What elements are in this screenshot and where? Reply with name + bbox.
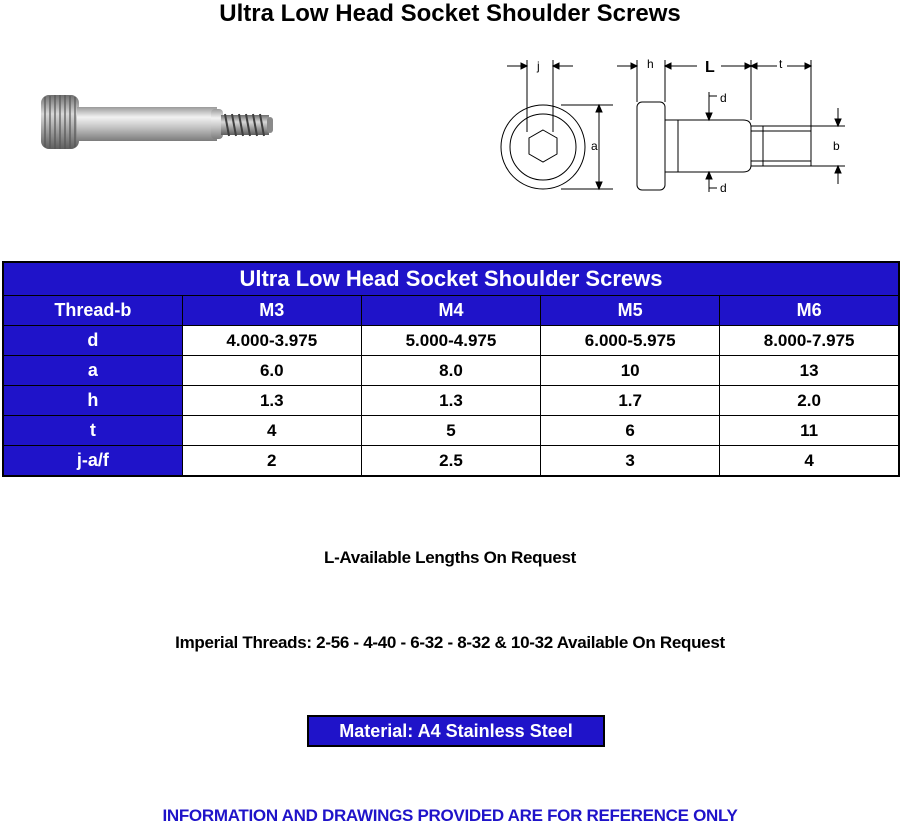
table-cell: 4.000-3.975 bbox=[181, 325, 362, 356]
table-cell: 4 bbox=[719, 445, 900, 477]
row-label: j-a/f bbox=[2, 445, 183, 477]
table-header: Ultra Low Head Socket Shoulder Screws bbox=[2, 261, 900, 296]
table-cell: 6.000-5.975 bbox=[540, 325, 721, 356]
dim-label-a: a bbox=[591, 139, 598, 153]
thread-label: Thread-b bbox=[2, 295, 183, 326]
spec-table: Ultra Low Head Socket Shoulder Screws Th… bbox=[2, 261, 900, 477]
material-badge: Material: A4 Stainless Steel bbox=[307, 715, 605, 747]
table-cell: 2.0 bbox=[719, 385, 900, 416]
dim-label-d-top: d bbox=[720, 91, 727, 105]
imperial-note: Imperial Threads: 2-56 - 4-40 - 6-32 - 8… bbox=[175, 633, 725, 652]
row-label: h bbox=[2, 385, 183, 416]
table-cell: 2 bbox=[181, 445, 362, 477]
column-header: M4 bbox=[360, 295, 542, 326]
dim-label-j: j bbox=[536, 59, 540, 73]
table-cell: 5 bbox=[360, 415, 542, 446]
dim-label-L: L bbox=[705, 59, 715, 76]
table-cell: 10 bbox=[540, 355, 721, 386]
table-cell: 8.000-7.975 bbox=[719, 325, 900, 356]
table-row: j-a/f 2 2.5 3 4 bbox=[2, 445, 900, 477]
dim-label-d-bottom: d bbox=[720, 181, 727, 195]
lengths-note: L-Available Lengths On Request bbox=[323, 548, 577, 567]
row-label: a bbox=[2, 355, 183, 386]
dim-label-t: t bbox=[779, 57, 783, 71]
table-cell: 1.7 bbox=[540, 385, 721, 416]
table-cell: 3 bbox=[540, 445, 721, 477]
table-row: d 4.000-3.975 5.000-4.975 6.000-5.975 8.… bbox=[2, 325, 900, 356]
table-cell: 4 bbox=[181, 415, 362, 446]
table-cell: 2.5 bbox=[360, 445, 542, 477]
table-row: h 1.3 1.3 1.7 2.0 bbox=[2, 385, 900, 416]
table-cell: 6.0 bbox=[181, 355, 362, 386]
disclaimer: INFORMATION AND DRAWINGS PROVIDED ARE FO… bbox=[162, 806, 738, 825]
row-label: d bbox=[2, 325, 183, 356]
column-header: M6 bbox=[719, 295, 900, 326]
dim-label-h: h bbox=[647, 57, 654, 71]
dim-label-b: b bbox=[833, 139, 840, 153]
table-cell: 6 bbox=[540, 415, 721, 446]
page-title: Ultra Low Head Socket Shoulder Screws bbox=[219, 0, 681, 27]
column-header: M5 bbox=[540, 295, 721, 326]
table-cell: 8.0 bbox=[360, 355, 542, 386]
column-header: M3 bbox=[181, 295, 362, 326]
row-label: t bbox=[2, 415, 183, 446]
table-cell: 13 bbox=[719, 355, 900, 386]
table-cell: 1.3 bbox=[360, 385, 542, 416]
dimension-drawing: j a h L t d d b bbox=[500, 57, 845, 195]
screw-photo bbox=[41, 95, 273, 149]
table-row: a 6.0 8.0 10 13 bbox=[2, 355, 900, 386]
table-cell: 5.000-4.975 bbox=[360, 325, 542, 356]
table-row: t 4 5 6 11 bbox=[2, 415, 900, 446]
table-cell: 11 bbox=[719, 415, 900, 446]
table-cell: 1.3 bbox=[181, 385, 362, 416]
